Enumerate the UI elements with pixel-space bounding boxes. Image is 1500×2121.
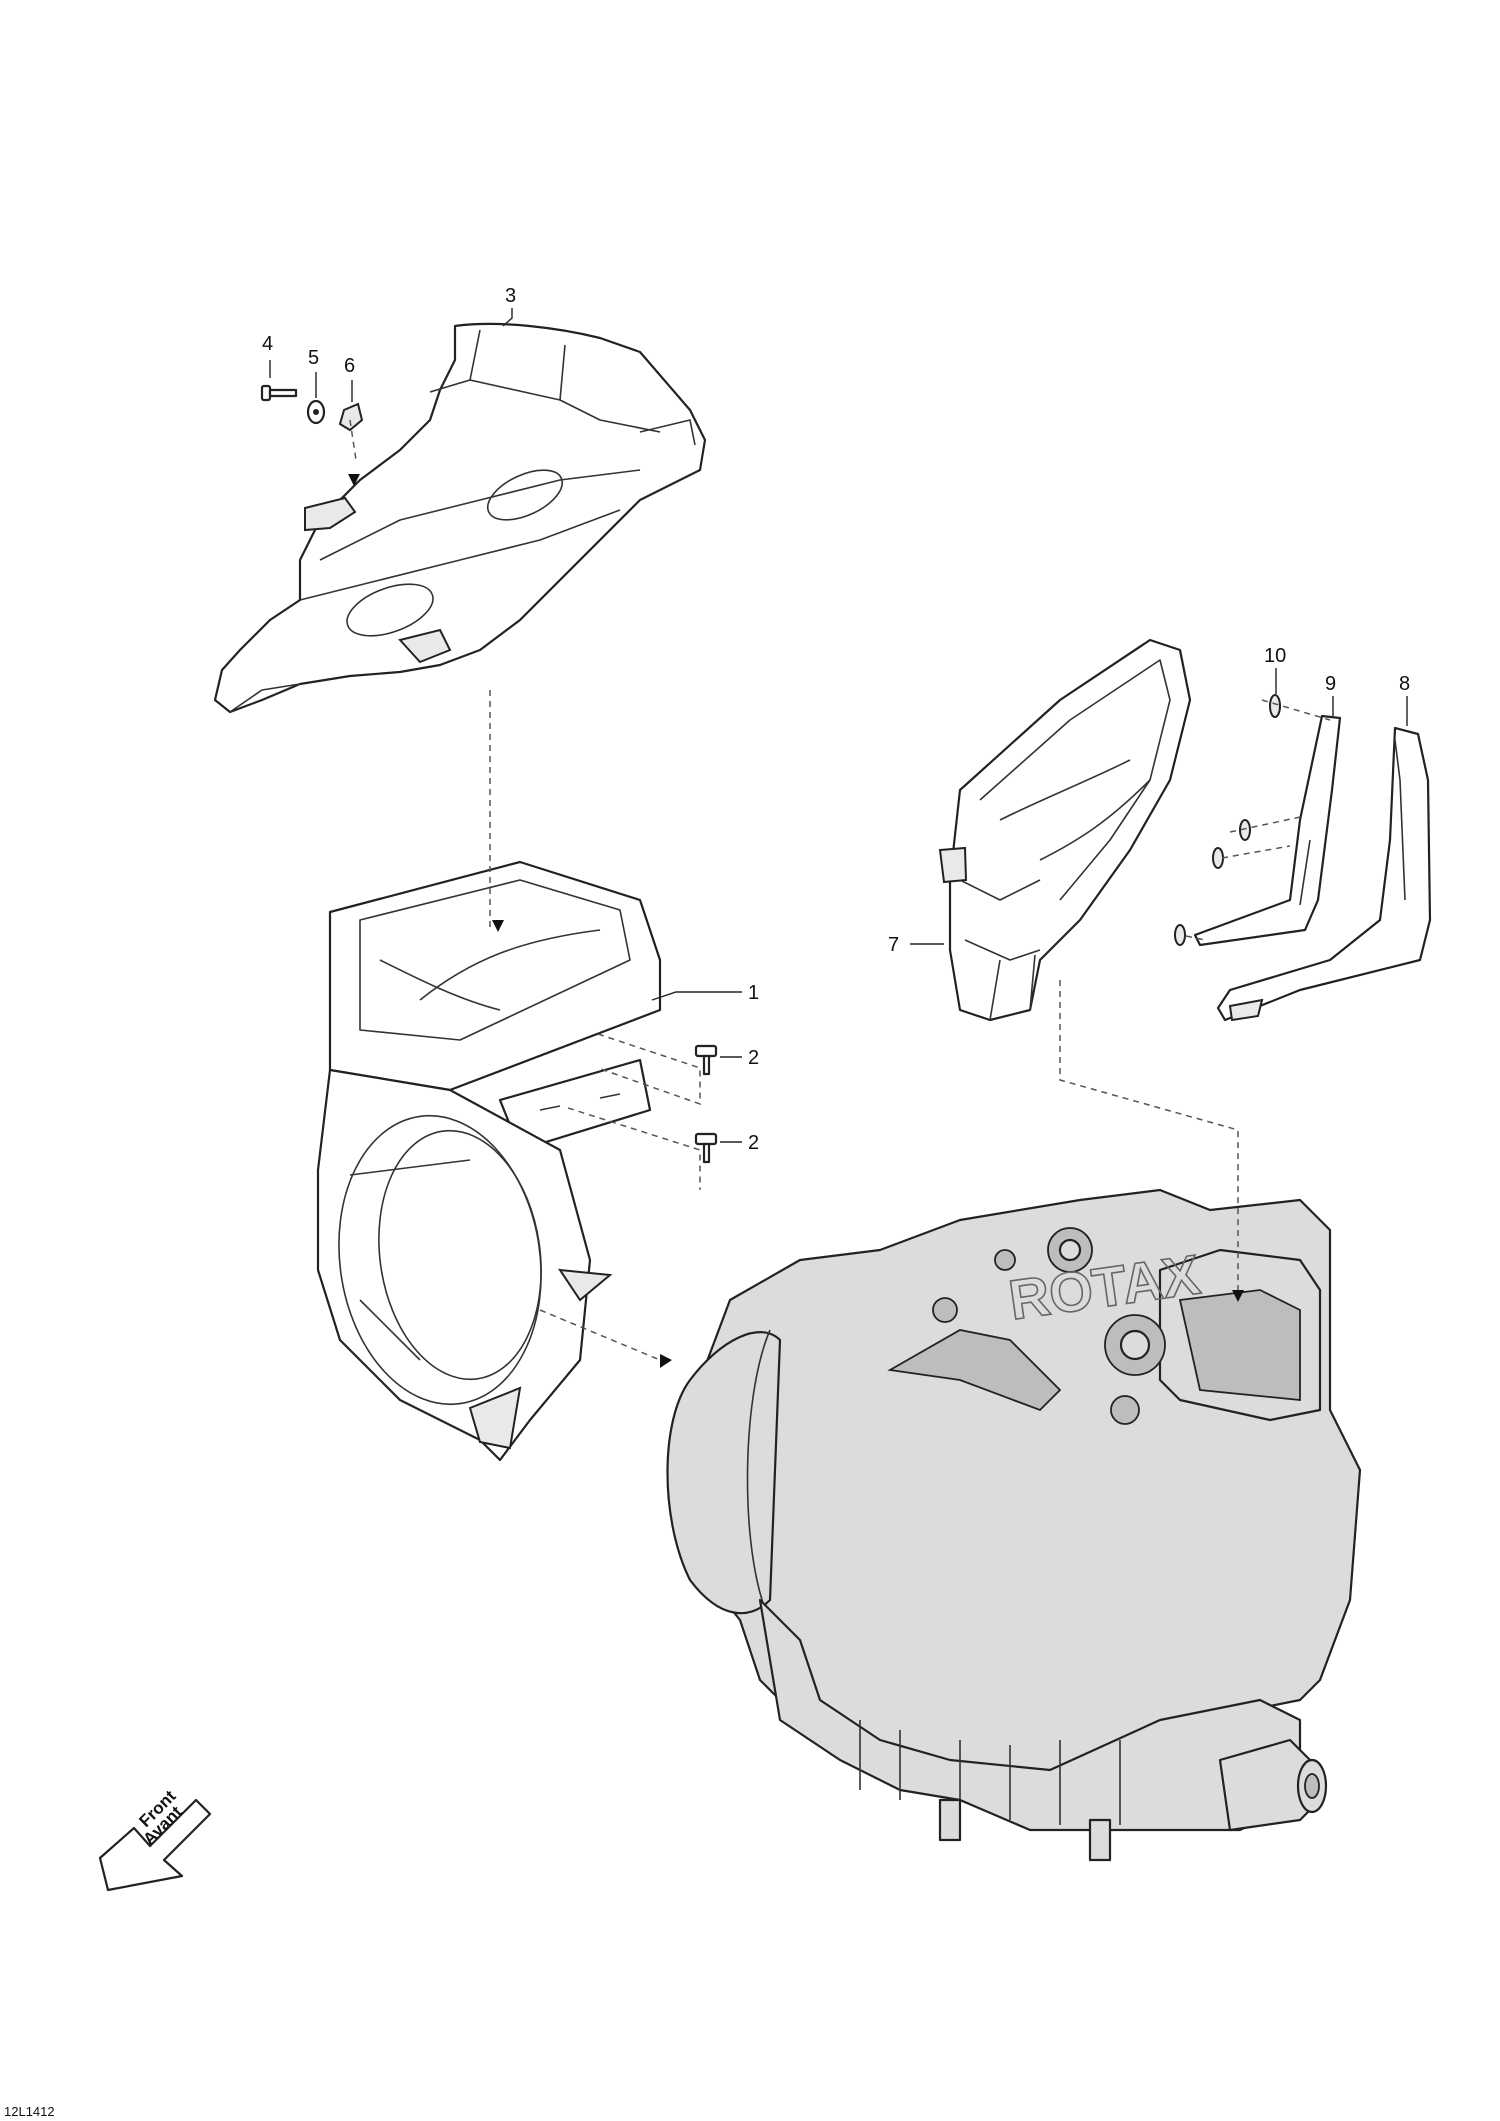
deflector-9	[1193, 714, 1342, 947]
side-panel-8	[1216, 726, 1432, 1022]
callout-5: 5	[308, 347, 319, 369]
leader-lines	[269, 308, 1408, 1143]
nut-6	[338, 402, 364, 432]
screw-2-lower	[694, 1132, 718, 1164]
engine-assembly: ROTAX	[666, 1188, 1362, 1862]
arrowhead-1-to-engine	[660, 1354, 672, 1368]
callout-6: 6	[344, 355, 355, 377]
fan-cover-upper	[213, 322, 707, 714]
clip-10	[1174, 694, 1281, 946]
assembly-lines	[349, 419, 1331, 1361]
callout-8: 8	[1399, 673, 1410, 695]
callout-2-upper: 2	[748, 1047, 759, 1069]
arrowhead-6	[348, 474, 360, 486]
arrowhead-7-to-engine	[1232, 1290, 1244, 1302]
washer-5	[306, 399, 326, 425]
callout-2-lower: 2	[748, 1132, 759, 1154]
callout-1: 1	[748, 982, 759, 1004]
callout-10: 10	[1264, 645, 1286, 667]
screw-2-upper	[694, 1044, 718, 1076]
intake-duct-7	[938, 638, 1192, 1022]
bolt-4	[260, 384, 298, 402]
callout-9: 9	[1325, 673, 1336, 695]
callout-4: 4	[262, 333, 273, 355]
fan-housing-lower	[316, 860, 662, 1462]
callout-3: 3	[505, 285, 516, 307]
drawing-code: 12L1412	[4, 2104, 55, 2119]
arrowhead-3-to-1	[492, 920, 504, 932]
callout-7: 7	[888, 934, 899, 956]
front-direction-arrow: Front Avant	[98, 1786, 212, 1892]
